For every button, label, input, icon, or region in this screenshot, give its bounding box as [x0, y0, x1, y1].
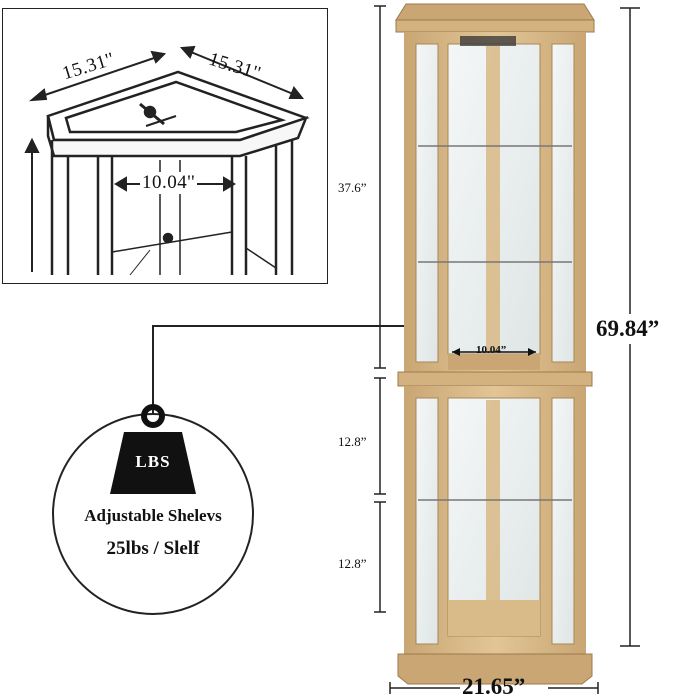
- upper-height-label: 37.6”: [338, 180, 367, 195]
- lower-height-bottom-label: 12.8”: [338, 556, 367, 571]
- callout-subtitle: 25lbs / Slelf: [106, 538, 200, 559]
- inset-arrows: [24, 45, 305, 272]
- cabinet: [395, 3, 595, 685]
- lower-height-top-label: 12.8”: [338, 434, 367, 449]
- weight-icon: [110, 404, 196, 494]
- inset-cabinet: [46, 70, 310, 276]
- dimension-lines: [374, 5, 640, 694]
- weight-icon-label: LBS: [135, 452, 171, 471]
- total-height-label: 69.84”: [596, 314, 660, 344]
- callout-title: Adjustable Shelevs: [84, 506, 222, 525]
- total-width-label: 21.65”: [462, 674, 526, 699]
- shelf-depth-label: 10.04”: [476, 344, 507, 356]
- callout-circle: [52, 413, 254, 615]
- inset-depth-label: 10.04'': [140, 172, 198, 194]
